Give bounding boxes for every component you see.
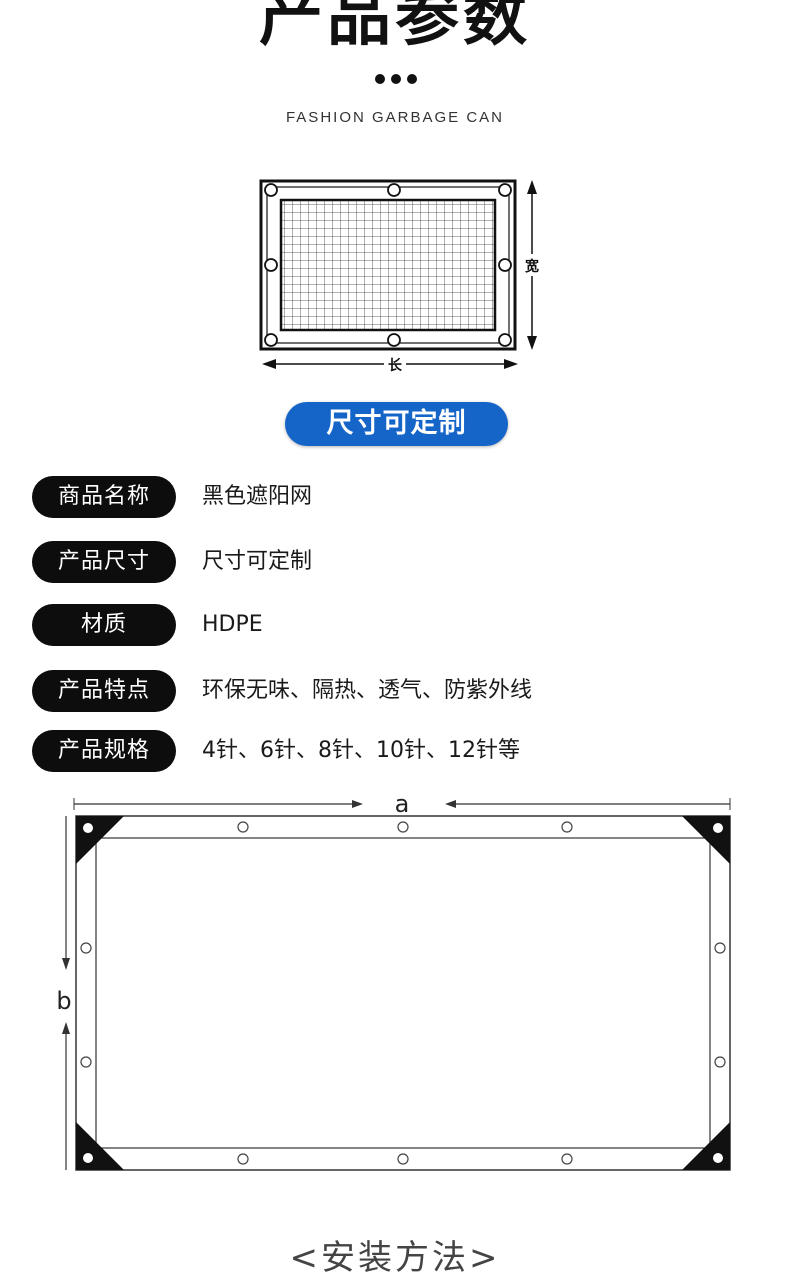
spec-label: 产品尺寸	[32, 541, 176, 583]
install-section-title: <安装方法>	[289, 1238, 501, 1278]
dimension-diagram: a b	[56, 790, 731, 1171]
spec-row-spec: 产品规格 4针、6针、8针、10针、12针等	[32, 730, 732, 772]
spec-row-name: 商品名称 黑色遮阳网	[32, 476, 732, 518]
width-label: 宽	[525, 258, 539, 275]
spec-label: 产品规格	[32, 730, 176, 772]
spec-label: 商品名称	[32, 476, 176, 518]
edge-grommet-icons	[80, 821, 726, 1165]
mesh-size-diagram: 宽 长	[259, 179, 539, 374]
spec-label: 材质	[32, 604, 176, 646]
dots-decoration	[375, 74, 417, 84]
b-label: b	[56, 987, 71, 1015]
grommet-icons	[264, 183, 512, 347]
spec-row-size: 产品尺寸 尺寸可定制	[32, 541, 732, 583]
spec-label: 产品特点	[32, 670, 176, 712]
spec-value: 尺寸可定制	[202, 549, 313, 574]
spec-value: HDPE	[202, 612, 263, 637]
a-label: a	[395, 790, 410, 818]
length-label: 长	[388, 357, 403, 374]
spec-row-material: 材质 HDPE	[32, 604, 732, 646]
spec-value: 黑色遮阳网	[202, 484, 313, 509]
page-subtitle: FASHION GARBAGE CAN	[285, 109, 505, 126]
spec-value: 环保无味、隔热、透气、防紫外线	[202, 678, 533, 703]
page-title: 产品参数	[259, 0, 531, 55]
customizable-size-badge: 尺寸可定制	[285, 402, 508, 446]
spec-value: 4针、6针、8针、10针、12针等	[202, 738, 520, 763]
spec-row-features: 产品特点 环保无味、隔热、透气、防紫外线	[32, 670, 732, 712]
corner-grommet-icons	[83, 823, 723, 1163]
